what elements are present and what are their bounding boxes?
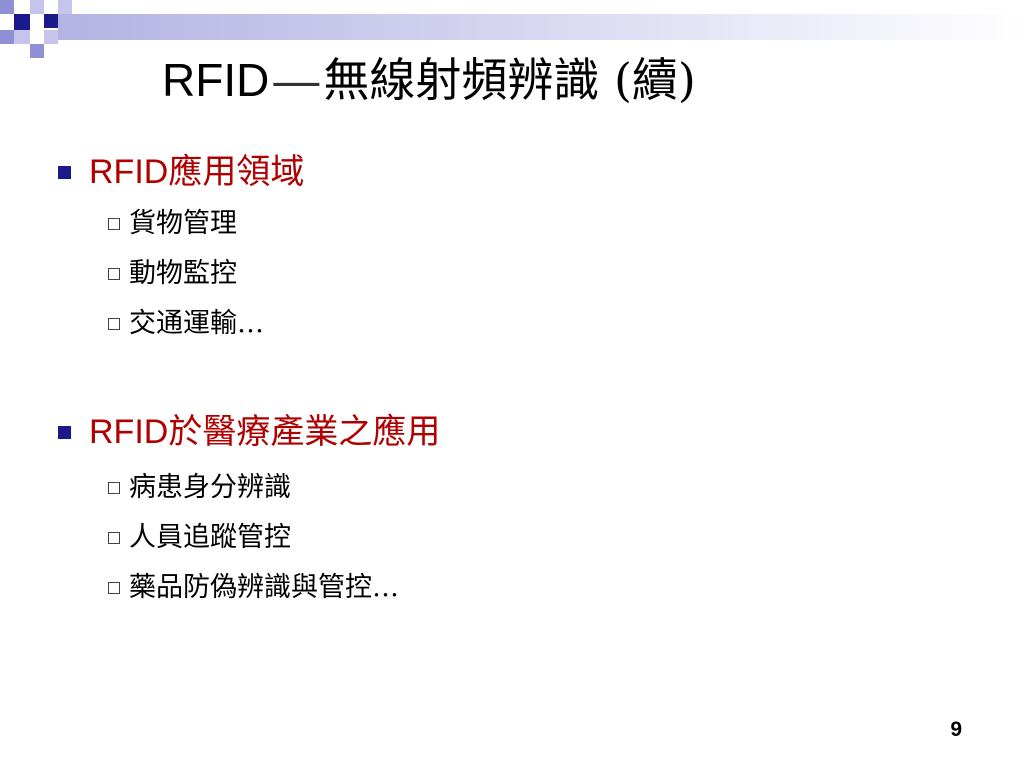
- list-item: 病患身分辨識: [108, 471, 291, 505]
- square-bullet-icon: [58, 165, 71, 179]
- list-item-text: 動物監控: [129, 258, 237, 289]
- title-bar-gradient: [58, 14, 1024, 40]
- section-heading-2: RFID於醫療產業之應用: [58, 410, 440, 454]
- title-dash: —: [273, 54, 320, 106]
- hollow-square-bullet-icon: [108, 318, 120, 330]
- list-item: 貨物管理: [108, 207, 237, 241]
- list-item-text: 藥品防偽辨識與管控…: [129, 572, 399, 603]
- title-latin: RFID: [162, 54, 270, 106]
- slide-title: RFID—無線射頻辨識 (續): [162, 44, 982, 116]
- section-heading-latin: RFID: [89, 413, 169, 451]
- list-item: 人員追蹤管控: [108, 521, 291, 555]
- list-item: 動物監控: [108, 257, 237, 291]
- square-bullet-icon: [58, 425, 71, 439]
- hollow-square-bullet-icon: [108, 268, 120, 280]
- hollow-square-bullet-icon: [108, 482, 120, 494]
- title-rest: 無線射頻辨識 (續): [323, 53, 696, 107]
- hollow-square-bullet-icon: [108, 532, 120, 544]
- section-heading-1: RFID應用領域: [58, 150, 304, 194]
- list-item-text: 人員追蹤管控: [129, 522, 291, 553]
- page-number: 9: [950, 718, 962, 741]
- hollow-square-bullet-icon: [108, 582, 120, 594]
- hollow-square-bullet-icon: [108, 218, 120, 230]
- section-heading-rest: 於醫療產業之應用: [168, 412, 441, 452]
- section-heading-rest: 應用領域: [168, 152, 305, 192]
- section-heading-latin: RFID: [89, 153, 169, 191]
- list-item: 藥品防偽辨識與管控…: [108, 571, 399, 605]
- list-item-text: 病患身分辨識: [129, 472, 291, 503]
- list-item-text: 交通運輸…: [129, 308, 264, 339]
- list-item: 交通運輸…: [108, 307, 264, 341]
- list-item-text: 貨物管理: [129, 208, 237, 239]
